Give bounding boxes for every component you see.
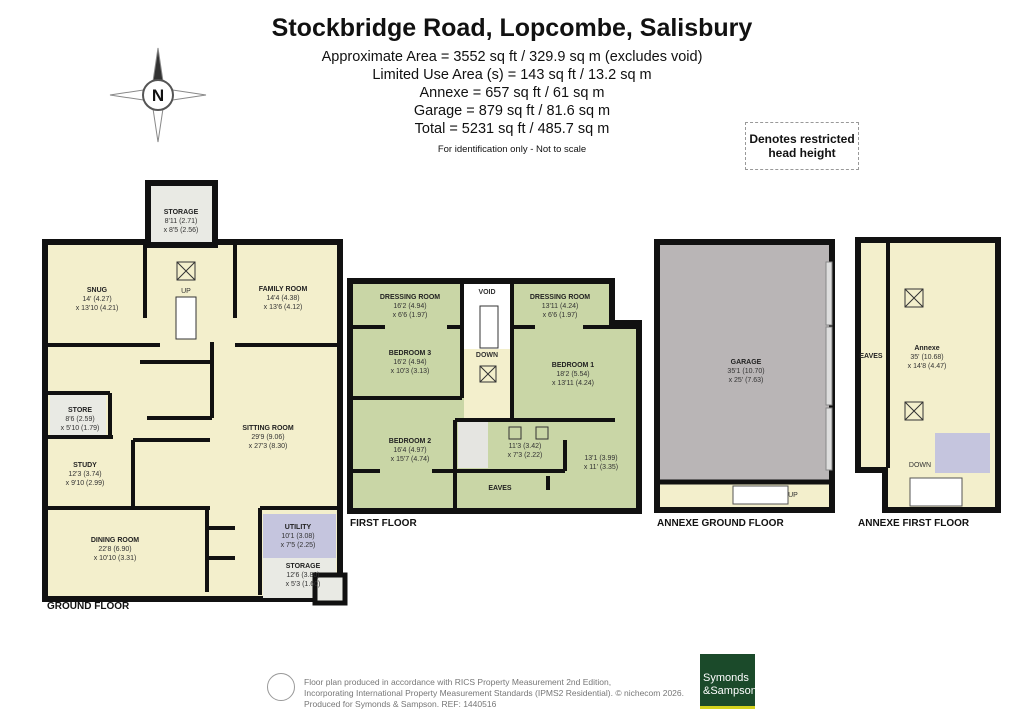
room-dimension: x 13'11 (4.24) [552,380,594,387]
skylight-icon [904,288,924,308]
room-dimension: 13'11 (4.24) [542,303,579,310]
symonds-sampson-logo: Symonds &Sampson [700,654,757,709]
room-dimension: 18'2 (5.54) [556,371,589,378]
floor-label: ANNEXE GROUND FLOOR [657,518,784,529]
room-dimension: x 10'3 (3.13) [391,368,430,375]
staircase-icon [479,305,499,349]
room-dimension: 12'3 (3.74) [68,471,101,478]
staircase-icon [175,296,197,340]
floor-label: GROUND FLOOR [47,601,130,612]
room-dimension: x 5'10 (1.79) [61,425,100,432]
room-label: GARAGE [731,359,762,366]
room-dimension: x 8'5 (2.56) [164,227,199,234]
room-dimension: 35' (10.68) [910,354,943,361]
room-label: STORAGE [286,563,321,570]
room-dimension: 16'2 (4.94) [393,303,426,310]
stairs-down-label: DOWN [476,352,498,359]
annexe-first-floor: EAVES Annexe 35' (10.68) x 14'8 (4.47) D… [855,237,1001,529]
room-label: BEDROOM 3 [389,350,432,357]
room-dimension: 10'1 (3.08) [281,533,314,540]
room-label: SNUG [87,287,108,294]
area-line: Annexe = 657 sq ft / 61 sq m [419,85,605,101]
ground-floor: UP STORAGE 8'11 (2.71) x 8'5 (2.56) SNUG… [42,180,348,612]
restricted-height-legend: Denotes restricted head height [745,122,859,170]
person-icon [267,673,295,701]
room-dimension: 14' (4.27) [82,296,111,303]
room-dimension: 35'1 (10.70) [727,368,764,375]
void-label: VOID [478,289,495,296]
room-dimension: x 6'6 (1.97) [543,312,578,319]
skylight-icon [904,401,924,421]
area-line: Limited Use Area (s) = 143 sq ft / 13.2 … [372,67,652,83]
annexe-ground-floor: GARAGE 35'1 (10.70) x 25' (7.63) UP ANNE… [654,239,835,529]
room-label: STORE [68,407,92,414]
room-dimension: 29'9 (9.06) [251,434,284,441]
room-dimension: x 14'8 (4.47) [908,363,947,370]
room-dimension: x 9'10 (2.99) [66,480,105,487]
room-dimension: 16'2 (4.94) [393,359,426,366]
floor-label: ANNEXE FIRST FLOOR [858,518,970,529]
room-label: STORAGE [164,209,199,216]
room-label: FAMILY ROOM [259,286,308,293]
room-dimension: 16'4 (4.97) [393,447,426,454]
skylight-icon [176,261,196,281]
room-label: DRESSING ROOM [380,294,440,301]
compass-icon: N [109,47,207,143]
room-dimension: 14'4 (4.38) [266,295,299,302]
room-dimension: x 15'7 (4.74) [391,456,430,463]
staircase-icon [909,477,963,507]
stairs-up-label: UP [181,288,191,295]
footer-line: Floor plan produced in accordance with R… [304,677,612,687]
room-dimension: 13'1 (3.99) [584,455,617,462]
room-dimension: 8'11 (2.71) [165,218,198,225]
skylight-icon [508,426,522,440]
eaves-label: EAVES [859,353,883,360]
room-label: Annexe [914,345,939,352]
compass-north-label: N [152,86,164,105]
area-line: Approximate Area = 3552 sq ft / 329.9 sq… [321,49,703,65]
room-dimension: x 25' (7.63) [729,377,764,384]
staircase-icon [732,485,789,505]
room-label: BEDROOM 2 [389,438,432,445]
room-label: STUDY [73,462,97,469]
room-label: DRESSING ROOM [530,294,590,301]
room-label: UTILITY [285,524,312,531]
stairs-up-label: UP [788,492,798,499]
room-dimension: x 13'6 (4.12) [264,304,303,311]
skylight-icon [535,426,549,440]
room-dimension: x 5'3 (1.60) [286,581,321,588]
footer-text: Floor plan produced in accordance with R… [304,677,684,710]
logo-line: Symonds [703,672,749,684]
area-line: Total = 5231 sq ft / 485.7 sq m [414,121,610,137]
room-dimension: x 11' (3.35) [584,464,618,471]
footer-line: Incorporating International Property Mea… [304,688,684,698]
floor-label: FIRST FLOOR [350,518,417,529]
room-dimension: x 7'5 (2.25) [281,542,316,549]
area-line: Garage = 879 sq ft / 81.6 sq m [413,103,611,119]
room-dimension: 12'6 (3.80) [286,572,319,579]
room-label: DINING ROOM [91,537,139,544]
area-summary: Approximate Area = 3552 sq ft / 329.9 sq… [262,48,762,159]
eaves-label: EAVES [488,485,512,492]
room-dimension: 22'8 (6.90) [98,546,131,553]
room-label: SITTING ROOM [242,425,294,432]
room-dimension: x 10'10 (3.31) [94,555,137,562]
room-label: BEDROOM 1 [552,362,595,369]
room-dimension: 8'6 (2.59) [65,416,94,423]
room-dimension: x 13'10 (4.21) [76,305,119,312]
room-dimension: x 27'3 (8.30) [249,443,288,450]
first-floor: VOID DOWN DRESSING ROOM 16'2 (4.94) x 6'… [347,278,642,529]
stairs-down-label: DOWN [909,462,931,469]
room-dimension: 11'3 (3.42) [509,443,542,450]
skylight-icon [479,365,497,383]
room-dimension: x 7'3 (2.22) [508,452,543,459]
logo-line: &Sampson [703,685,757,697]
footer-line: Produced for Symonds & Sampson. REF: 144… [304,699,497,709]
room-dimension: x 6'6 (1.97) [393,312,428,319]
scale-note: For identification only - Not to scale [437,144,587,155]
page-title: Stockbridge Road, Lopcombe, Salisbury [271,14,753,42]
